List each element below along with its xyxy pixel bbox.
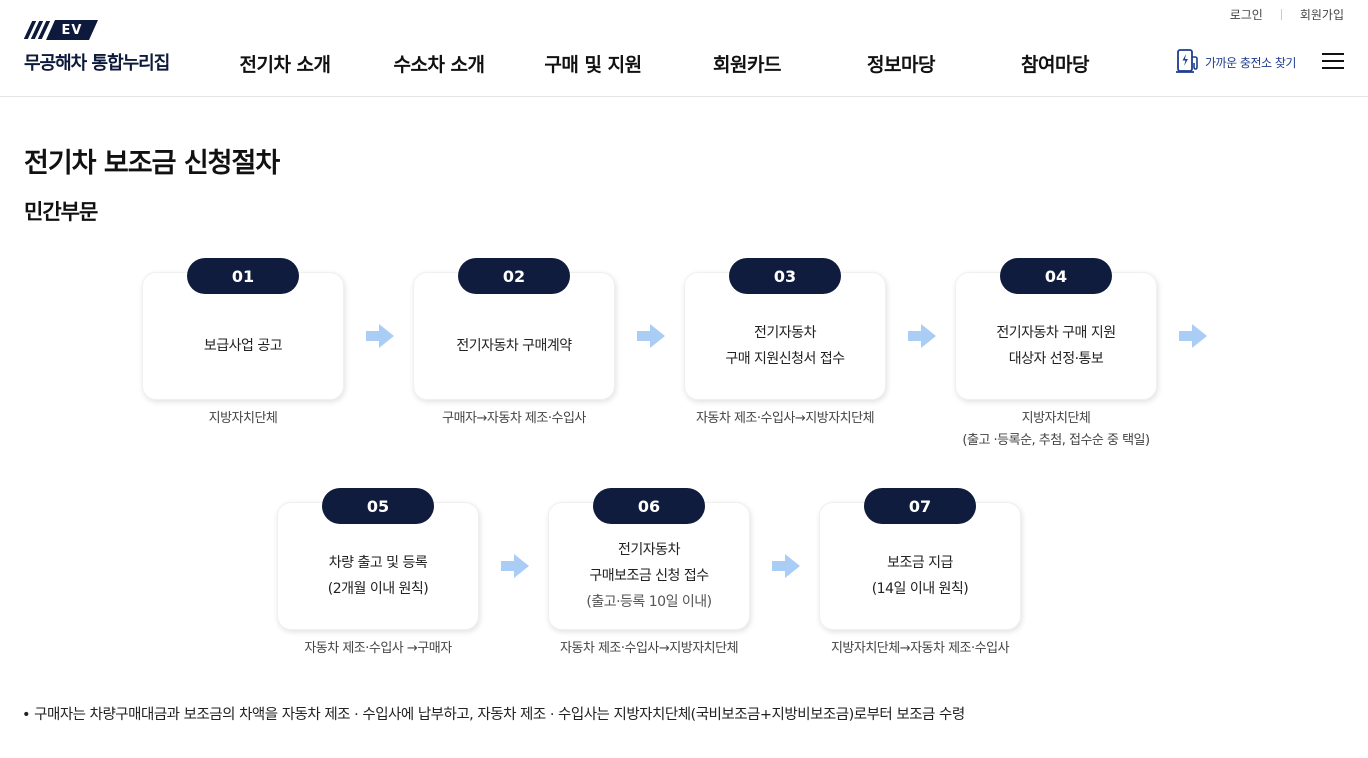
- logo-mark: EV: [23, 20, 194, 40]
- section-title: 민간부문: [24, 200, 98, 224]
- logo-slashes-icon: [23, 20, 51, 40]
- step-text: 전기자동차: [618, 542, 680, 558]
- step-text: 전기자동차 구매계약: [456, 338, 572, 354]
- nav-participation[interactable]: 참여마당: [1021, 54, 1089, 76]
- step-text: 보조금 지급: [887, 555, 953, 571]
- nav-info[interactable]: 정보마당: [867, 54, 935, 76]
- step-card-02: 02 전기자동차 구매계약: [413, 258, 615, 400]
- step-text: 구매 지원신청서 접수: [725, 351, 845, 367]
- step-number-badge: 04: [1000, 258, 1112, 294]
- step-body: 보조금 지급 (14일 이내 원칙): [820, 523, 1020, 629]
- hamburger-menu-icon[interactable]: [1322, 52, 1344, 70]
- step-text: 보급사업 공고: [203, 338, 283, 354]
- step-caption-04: 지방자치단체 (출고 ·등록순, 추첨, 접수순 중 택일): [926, 408, 1186, 452]
- page-title: 전기차 보조금 신청절차: [24, 148, 280, 179]
- step-caption-03: 자동차 제조·수입사→지방자치단체: [655, 408, 915, 430]
- charging-station-icon: [1176, 49, 1198, 73]
- site-logo[interactable]: EV 무공해차 통합누리집: [23, 20, 194, 75]
- step-text: 전기자동차 구매 지원: [996, 325, 1116, 341]
- nav-ev-intro[interactable]: 전기차 소개: [239, 54, 331, 76]
- step-card-05: 05 차량 출고 및 등록 (2개월 이내 원칙): [277, 488, 479, 630]
- step-text: 차량 출고 및 등록: [328, 555, 428, 571]
- nav-purchase-support[interactable]: 구매 및 지원: [544, 54, 642, 76]
- step-number-badge: 02: [458, 258, 570, 294]
- caption-line: 지방자치단체: [1021, 411, 1091, 426]
- arrow-right-icon: [501, 554, 529, 578]
- caption-line: 자동차 제조·수입사 →구매자: [304, 641, 452, 656]
- step-card-04: 04 전기자동차 구매 지원 대상자 선정·통보: [955, 258, 1157, 400]
- step-text: 대상자 선정·통보: [1008, 351, 1104, 367]
- caption-line: 구매자→자동차 제조·수입사: [442, 411, 586, 426]
- step-number-badge: 05: [322, 488, 434, 524]
- charger-finder-label: 가까운 충전소 찾기: [1205, 55, 1296, 70]
- step-caption-05: 자동차 제조·수입사 →구매자: [248, 638, 508, 660]
- caption-line: (출고 ·등록순, 추첨, 접수순 중 택일): [962, 433, 1150, 448]
- step-number-badge: 03: [729, 258, 841, 294]
- signup-link[interactable]: 회원가입: [1299, 8, 1344, 22]
- step-number-badge: 06: [593, 488, 705, 524]
- step-body: 보급사업 공고: [143, 293, 343, 399]
- caption-line: 자동차 제조·수입사→지방자치단체: [695, 411, 875, 426]
- step-body: 전기자동차 구매계약: [414, 293, 614, 399]
- main-nav: 전기차 소개 수소차 소개 구매 및 지원 회원카드 정보마당 참여마당: [0, 50, 1368, 76]
- step-text: (2개월 이내 원칙): [327, 581, 429, 597]
- step-body: 전기자동차 구매 지원신청서 접수: [685, 293, 885, 399]
- nav-hydrogen-intro[interactable]: 수소차 소개: [393, 54, 485, 76]
- step-caption-07: 지방자치단체→자동차 제조·수입사: [790, 638, 1050, 660]
- step-caption-02: 구매자→자동차 제조·수입사: [384, 408, 644, 430]
- login-link[interactable]: 로그인: [1229, 8, 1263, 22]
- arrow-right-icon: [1179, 324, 1207, 348]
- charger-finder-button[interactable]: 가까운 충전소 찾기: [1175, 48, 1296, 76]
- utility-links: 로그인 회원가입: [1230, 6, 1344, 23]
- arrow-right-icon: [366, 324, 394, 348]
- step-card-06: 06 전기자동차 구매보조금 신청 접수 (출고·등록 10일 이내): [548, 488, 750, 630]
- step-number-badge: 01: [187, 258, 299, 294]
- caption-line: 지방자치단체→자동차 제조·수입사: [830, 641, 1010, 656]
- logo-text: 무공해차 통합누리집: [24, 53, 170, 74]
- step-subtext: (출고·등록 10일 이내): [586, 594, 712, 610]
- arrow-right-icon: [637, 324, 665, 348]
- caption-line: 자동차 제조·수입사→지방자치단체: [559, 641, 739, 656]
- step-number-badge: 07: [864, 488, 976, 524]
- arrow-right-icon: [772, 554, 800, 578]
- util-divider: [1280, 9, 1282, 20]
- step-caption-01: 지방자치단체: [113, 408, 373, 430]
- step-card-03: 03 전기자동차 구매 지원신청서 접수: [684, 258, 886, 400]
- step-card-07: 07 보조금 지급 (14일 이내 원칙): [819, 488, 1021, 630]
- caption-line: 지방자치단체: [208, 411, 278, 426]
- step-text: 전기자동차: [754, 325, 816, 341]
- step-body: 전기자동차 구매 지원 대상자 선정·통보: [956, 293, 1156, 399]
- step-card-01: 01 보급사업 공고: [142, 258, 344, 400]
- logo-ev-badge: EV: [46, 20, 98, 40]
- step-text: 구매보조금 신청 접수: [589, 568, 709, 584]
- header-divider: [0, 96, 1368, 97]
- footnote: • 구매자는 차량구매대금과 보조금의 차액을 자동차 제조 · 수입사에 납부…: [22, 707, 965, 723]
- step-text: (14일 이내 원칙): [871, 581, 969, 597]
- step-caption-06: 자동차 제조·수입사→지방자치단체: [519, 638, 779, 660]
- arrow-right-icon: [908, 324, 936, 348]
- nav-member-card[interactable]: 회원카드: [713, 54, 781, 76]
- step-body: 차량 출고 및 등록 (2개월 이내 원칙): [278, 523, 478, 629]
- step-body: 전기자동차 구매보조금 신청 접수 (출고·등록 10일 이내): [549, 523, 749, 629]
